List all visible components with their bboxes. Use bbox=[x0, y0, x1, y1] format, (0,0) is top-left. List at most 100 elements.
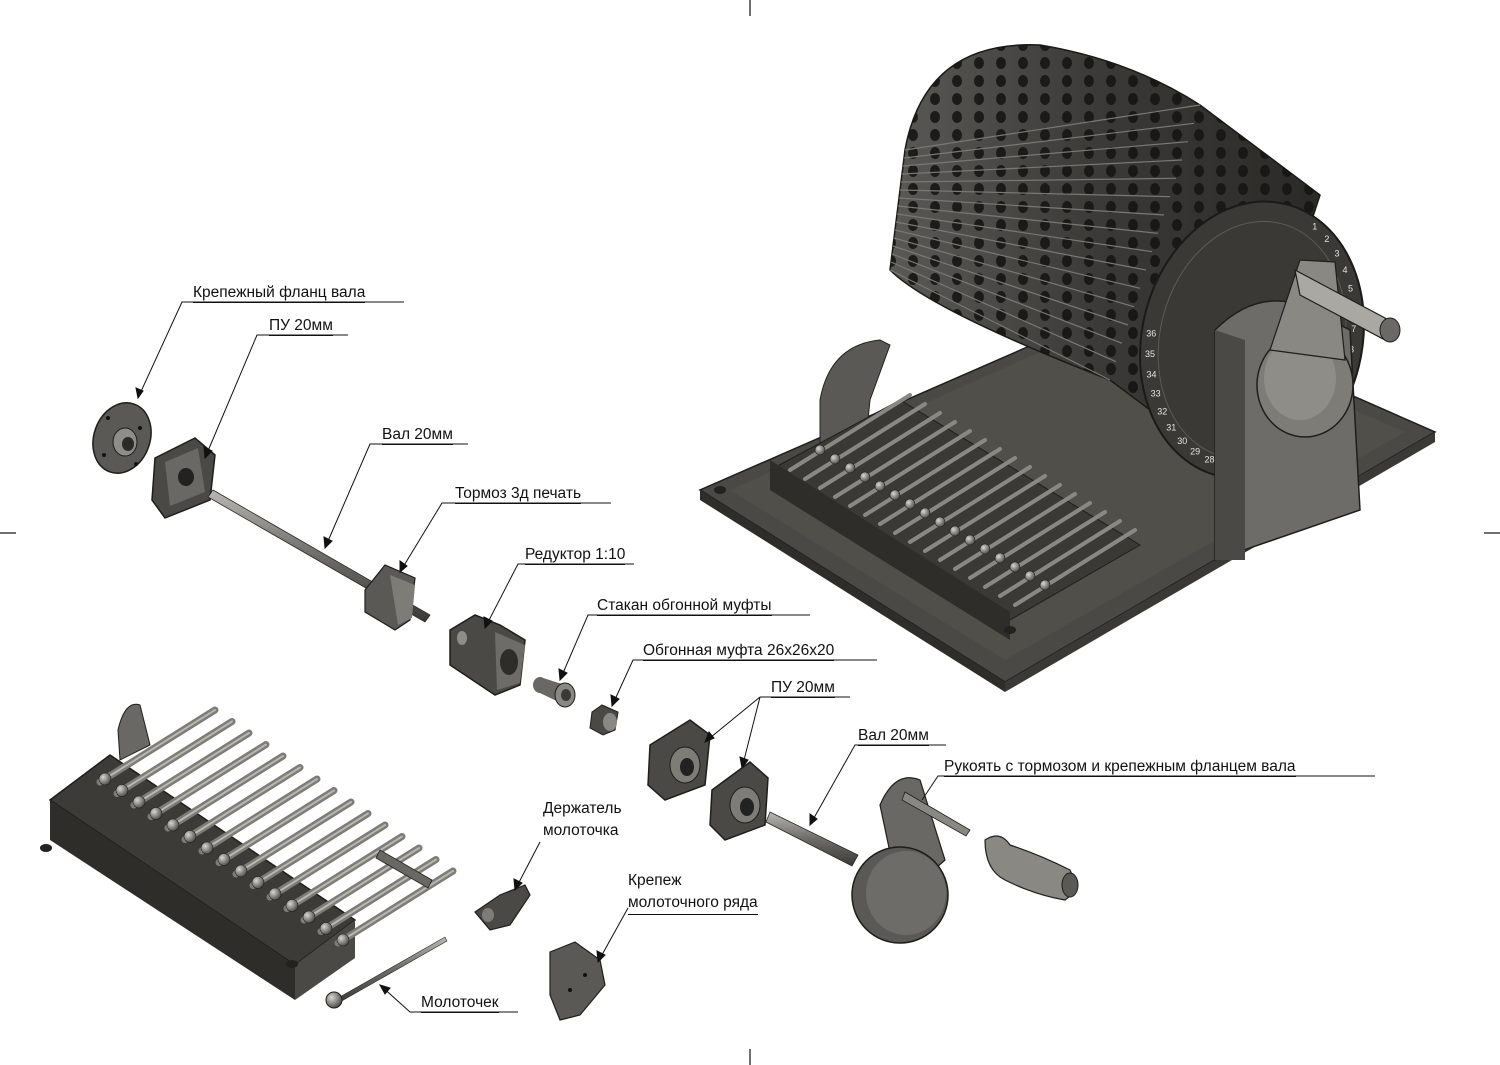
drum-rib bbox=[903, 122, 1195, 159]
assembled-hammer-rod bbox=[893, 456, 1017, 535]
assembled-hammer-rod bbox=[848, 429, 972, 508]
assembled-hammer-rod bbox=[998, 519, 1122, 598]
row-hammer-ball bbox=[336, 933, 350, 947]
drum-rib bbox=[899, 189, 1171, 198]
assembled-hammer-rod bbox=[983, 510, 1107, 589]
dial-number: 33 bbox=[1151, 389, 1161, 399]
assembled-hammer-ball bbox=[949, 525, 961, 537]
assembled-hammer-ball bbox=[934, 516, 946, 528]
label-shaft-top: Вал 20мм bbox=[382, 426, 453, 445]
label-clutch: Обгонная муфта 26х26х20 bbox=[643, 642, 835, 661]
drum-rib bbox=[891, 253, 1123, 344]
drum-rib bbox=[897, 205, 1159, 234]
assembled-hammer-rod bbox=[908, 465, 1032, 544]
drum-rib bbox=[890, 261, 1117, 363]
dial-number: 7 bbox=[1351, 324, 1356, 334]
hammer-rows bbox=[788, 393, 1137, 607]
dial-number: 36 bbox=[1146, 328, 1156, 338]
dial-number: 3 bbox=[1334, 248, 1339, 258]
label-hammer-holder-line1: Держатель bbox=[543, 800, 622, 817]
hammer-holder-part bbox=[474, 884, 531, 931]
label-handle: Рукоять с тормозом и крепежным фланцем в… bbox=[944, 758, 1296, 777]
label-clutch-cup: Стакан обгонной муфты bbox=[597, 597, 772, 616]
label-pu-bottom: ПУ 20мм bbox=[771, 679, 835, 698]
drum-rib bbox=[901, 159, 1183, 175]
row-hammer-ball bbox=[319, 922, 333, 935]
assembled-hammer-rod bbox=[968, 501, 1092, 580]
pillow-block-bottom-1 bbox=[647, 719, 711, 801]
label-hammer-row-mount-line1: Крепеж bbox=[628, 872, 682, 889]
assembled-hammer-rod bbox=[863, 438, 987, 517]
assembled-hammer-rod bbox=[923, 474, 1047, 553]
drum-rib bbox=[892, 245, 1129, 326]
row-hammer-ball bbox=[217, 853, 231, 866]
row-hammer-ball bbox=[302, 910, 316, 924]
crank-handle-part bbox=[851, 777, 971, 944]
label-pu-top: ПУ 20мм bbox=[269, 317, 333, 336]
dial-number: 28 bbox=[1204, 455, 1214, 465]
drum-rib bbox=[904, 104, 1201, 151]
pillow-block-top-part bbox=[151, 437, 216, 519]
assembled-hammer-ball bbox=[814, 444, 826, 456]
assembled-hammer-ball bbox=[1024, 570, 1036, 582]
pillow-block-bottom-2 bbox=[709, 761, 769, 841]
label-reducer: Редуктор 1:10 bbox=[525, 546, 626, 565]
label-shaft-flange: Крепежный фланц вала bbox=[193, 284, 366, 303]
dial-number: 35 bbox=[1145, 349, 1155, 359]
assembled-hammer-rod bbox=[788, 393, 912, 472]
row-hammer-ball bbox=[115, 784, 129, 797]
handle-grip-part bbox=[984, 835, 1079, 901]
shaft-20mm-bottom-part bbox=[765, 811, 859, 867]
assembled-hammer-ball bbox=[904, 498, 916, 510]
label-shaft-bottom: Вал 20мм bbox=[858, 727, 929, 746]
dial-number: 2 bbox=[1324, 234, 1329, 244]
overrunning-clutch-part bbox=[589, 704, 619, 736]
drum-rib bbox=[895, 221, 1147, 271]
hammer-row-assembly-part bbox=[40, 703, 457, 1000]
drum-rib bbox=[896, 213, 1153, 253]
label-hammer-holder-line2: молоточка bbox=[543, 822, 619, 839]
assembled-hammer-ball bbox=[874, 480, 886, 492]
dial-number: 34 bbox=[1146, 369, 1156, 379]
assembled-hammer-ball bbox=[1039, 579, 1051, 591]
hammer-row-hammers bbox=[96, 706, 457, 947]
label-hammer-row-mount-line2: молоточного ряда bbox=[628, 892, 758, 915]
dial-number: 5 bbox=[1348, 284, 1353, 294]
assembled-hammer-ball bbox=[964, 534, 976, 546]
row-hammer-ball bbox=[98, 772, 112, 786]
row-hammer-ball bbox=[234, 864, 248, 878]
label-hammer-row-mount: Крепеж молоточного ряда bbox=[628, 870, 758, 915]
dial-number: 4 bbox=[1342, 265, 1347, 275]
row-hammer-ball bbox=[166, 818, 180, 832]
assembled-hammer-ball bbox=[919, 507, 931, 519]
label-hammer-holder: Держатель молоточка bbox=[543, 798, 622, 842]
drum-rib bbox=[900, 177, 1177, 183]
assembled-hammer-ball bbox=[844, 462, 856, 474]
row-hammer-ball bbox=[132, 795, 146, 809]
label-hammer: Молоточек bbox=[421, 994, 499, 1013]
dial-number: 31 bbox=[1166, 422, 1176, 432]
assembled-music-box: 1234567891020212223242526272829303132333… bbox=[698, 44, 1437, 692]
shaft-flange-part bbox=[92, 402, 152, 474]
assembled-hammer-rod bbox=[833, 420, 957, 499]
assembled-hammer-ball bbox=[889, 489, 901, 501]
row-hammer-ball bbox=[149, 807, 163, 820]
hammer-row-mount-part bbox=[549, 941, 606, 1021]
clutch-cup-part bbox=[533, 677, 576, 708]
assembled-hammer-ball bbox=[859, 471, 871, 483]
drum-rib bbox=[889, 269, 1111, 381]
row-hammer-ball bbox=[268, 887, 282, 901]
assembled-hammer-rod bbox=[953, 492, 1077, 571]
assembled-hammer-rod bbox=[818, 411, 942, 490]
assembled-hammer-rod bbox=[803, 402, 927, 481]
row-hammer-ball bbox=[183, 830, 197, 843]
drum-rib bbox=[902, 141, 1189, 167]
dial-number: 32 bbox=[1157, 407, 1167, 417]
crank-handle-assembled bbox=[1256, 259, 1401, 438]
label-brake: Тормоз 3д печать bbox=[455, 485, 582, 504]
assembled-hammer-ball bbox=[1009, 561, 1021, 573]
hammer-part bbox=[325, 936, 448, 1009]
drum-rib bbox=[894, 229, 1141, 289]
